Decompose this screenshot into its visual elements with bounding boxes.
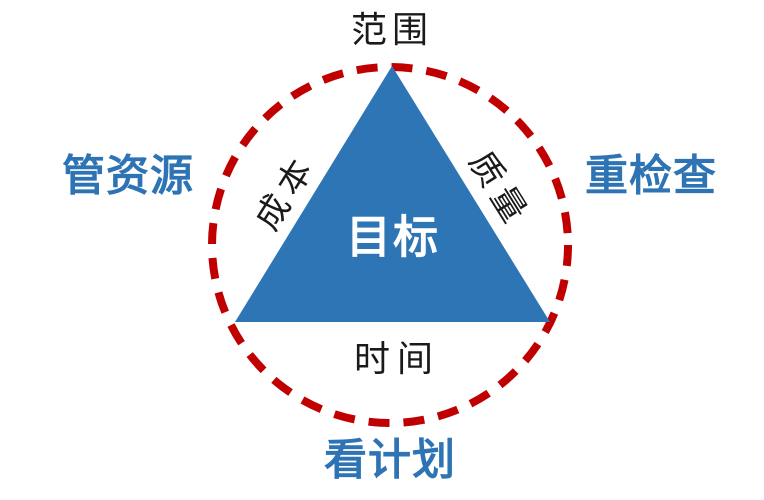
dashed-circle bbox=[208, 63, 572, 427]
time-label: 时间 bbox=[353, 338, 441, 379]
view-plan-label: 看计划 bbox=[324, 436, 456, 485]
recheck-label: 重检查 bbox=[585, 152, 717, 201]
goal-triangle bbox=[235, 66, 550, 322]
scope-label: 范围 bbox=[350, 9, 434, 50]
goal-label: 目标 bbox=[345, 211, 441, 263]
manage-resources-label: 管资源 bbox=[62, 152, 194, 201]
